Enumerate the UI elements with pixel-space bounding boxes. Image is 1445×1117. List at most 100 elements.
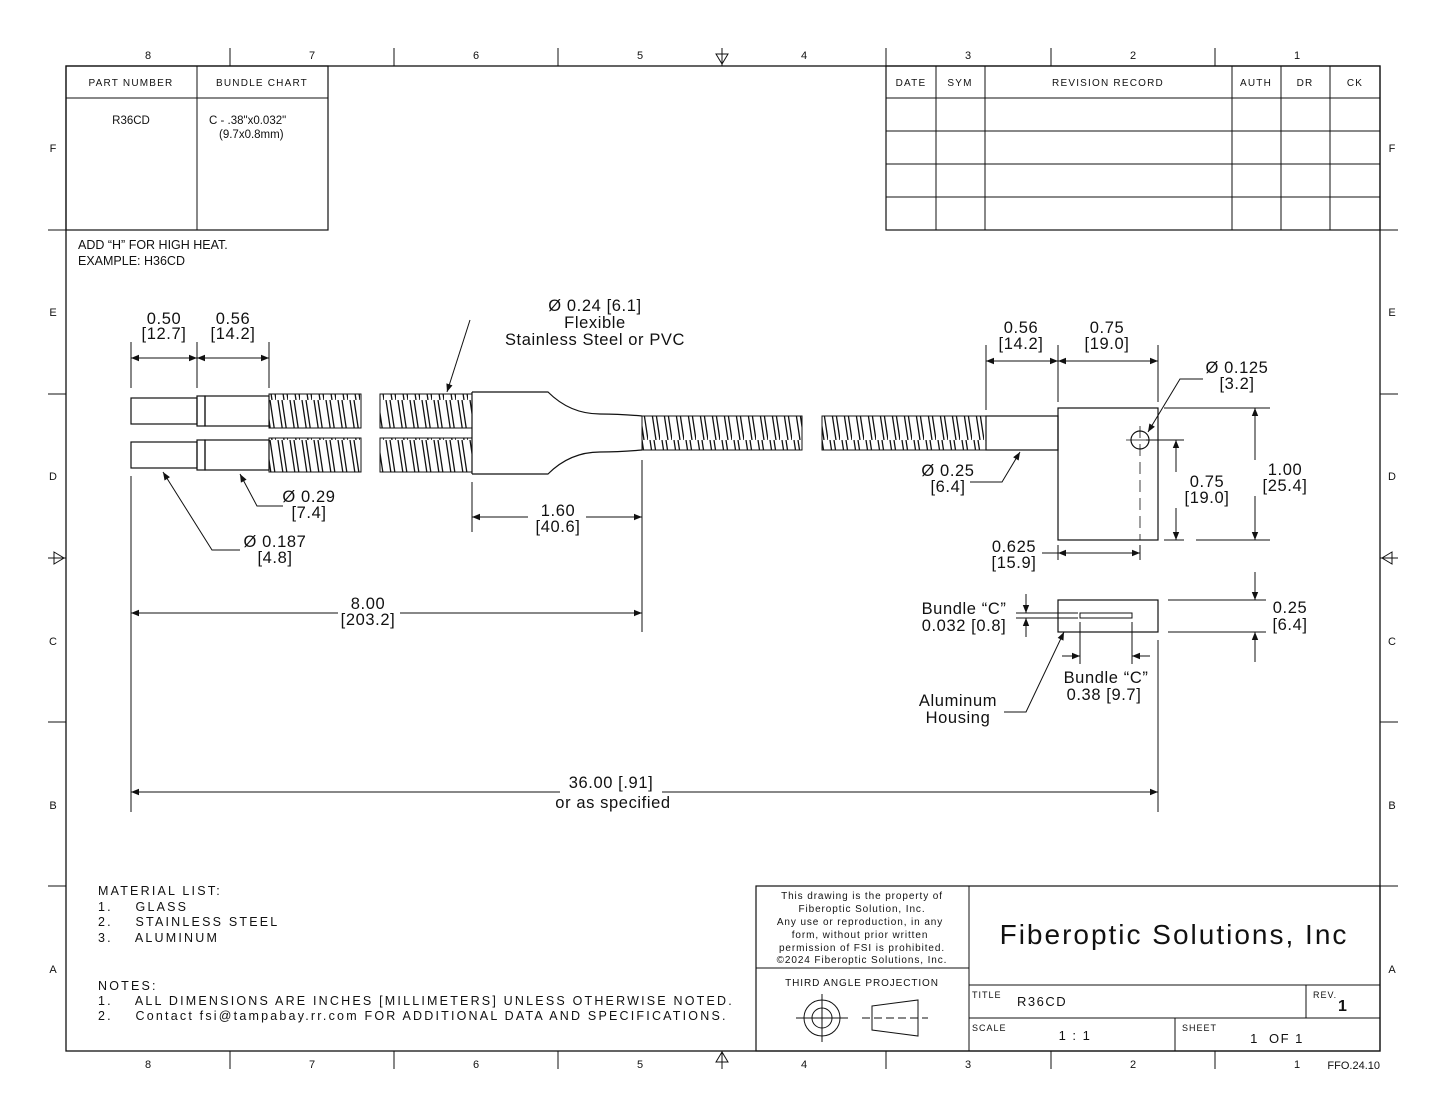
dim-right-056-mm: [14.2]	[999, 335, 1044, 353]
zone-top-1: 8	[145, 50, 151, 62]
zone-top-7: 2	[1130, 50, 1136, 62]
zone-left-b: B	[49, 800, 56, 812]
zone-right-e: E	[1388, 307, 1395, 319]
scale-value: 1 : 1	[1059, 1028, 1092, 1043]
notes-title: NOTES:	[98, 979, 158, 993]
title-label: TITLE	[972, 990, 1002, 1000]
housing-side-view	[1057, 407, 1159, 541]
rev-record-header: REVISION RECORD	[1052, 78, 1164, 89]
dim-hole: Ø 0.125	[1206, 359, 1269, 377]
dim-v025: 0.25	[1273, 599, 1308, 617]
dim-025-dia: Ø 0.25	[921, 462, 974, 480]
dim-800-mm: [203.2]	[341, 611, 396, 629]
bundle-chart-line2: (9.7x0.8mm)	[219, 129, 284, 141]
disclaimer-line-6: ©2024 Fiberoptic Solutions, Inc.	[777, 955, 948, 966]
dim-v100: 1.00	[1268, 461, 1303, 479]
zone-right-c: C	[1388, 636, 1396, 648]
dim-160: 1.60	[541, 502, 576, 520]
sheet-border: 8 7 6 5 4 3 2 1 8 7 6 5 4 3 2 1 F E D C …	[48, 48, 1398, 1072]
dim-056-mm: [14.2]	[211, 325, 256, 343]
zone-bottom-6: 3	[965, 1059, 971, 1071]
material-item-2: 2. STAINLESS STEEL	[98, 915, 279, 929]
general-notes: NOTES: 1. ALL DIMENSIONS ARE INCHES [MIL…	[98, 979, 734, 1023]
bundle-thickness-value: 0.032 [0.8]	[922, 617, 1007, 635]
rev-label: REV.	[1313, 990, 1337, 1000]
note-item-1: 1. ALL DIMENSIONS ARE INCHES [MILLIMETER…	[98, 994, 734, 1008]
dim-056: 0.56	[216, 310, 251, 328]
disclaimer-line-1: This drawing is the property of	[781, 891, 943, 902]
disclaimer-line-2: Fiberoptic Solution, Inc.	[799, 904, 926, 915]
zone-top-6: 3	[965, 50, 971, 62]
material-list: MATERIAL LIST: 1. GLASS 2. STAINLESS STE…	[98, 884, 279, 945]
lower-ferrule-body	[204, 439, 270, 471]
lower-ferrule-tip	[130, 441, 198, 469]
zone-left-d: D	[49, 471, 57, 483]
dim-029-mm: [7.4]	[291, 504, 326, 522]
scale-label: SCALE	[972, 1023, 1007, 1033]
dimension-lines	[130, 319, 1270, 812]
dim-v100-mm: [25.4]	[1263, 477, 1308, 495]
dim-v025-mm: [6.4]	[1272, 616, 1307, 634]
rev-value: 1	[1338, 998, 1347, 1015]
rev-ck-header: CK	[1347, 78, 1363, 89]
zone-top-4: 5	[637, 50, 643, 62]
zone-right-b: B	[1388, 800, 1395, 812]
disclaimer-line-5: permission of FSI is prohibited.	[779, 943, 945, 954]
disclaimer-line-3: Any use or reproduction, in any	[777, 917, 943, 928]
dim-3600: 36.00 [.91]	[569, 774, 654, 792]
zone-bottom-1: 8	[145, 1059, 151, 1071]
dim-3600-note: or as specified	[555, 794, 670, 812]
rev-sym-header: SYM	[947, 78, 972, 89]
dim-hole-mm: [3.2]	[1219, 375, 1254, 393]
bundle-width-value: 0.38 [9.7]	[1067, 686, 1142, 704]
zone-bottom-4: 5	[637, 1059, 643, 1071]
company-name: Fiberoptic Solutions, Inc	[1000, 919, 1349, 950]
housing-end-view	[1057, 599, 1159, 633]
zone-bottom-3: 6	[473, 1059, 479, 1071]
main-sheath-spiral	[641, 415, 803, 451]
dim-050-mm: [12.7]	[142, 325, 187, 343]
lower-leg-spiral	[268, 437, 362, 473]
housing-label-2: Housing	[926, 709, 991, 727]
zone-top-2: 7	[309, 50, 315, 62]
material-item-1: 1. GLASS	[98, 900, 188, 914]
zone-left-a: A	[49, 964, 57, 976]
housing-label-1: Aluminum	[919, 692, 997, 710]
dim-v075-mm: [19.0]	[1185, 489, 1230, 507]
bundle-width-label: Bundle “C”	[1064, 669, 1149, 687]
zone-top-3: 6	[473, 50, 479, 62]
material-list-title: MATERIAL LIST:	[98, 884, 222, 898]
zone-right-a: A	[1388, 964, 1396, 976]
part-number-header: PART NUMBER	[89, 78, 174, 89]
rev-dr-header: DR	[1297, 78, 1314, 89]
dim-0625-mm: [15.9]	[992, 554, 1037, 572]
main-sheath-spiral-2	[821, 415, 987, 451]
dim-right-056: 0.56	[1004, 319, 1039, 337]
dim-0187: Ø 0.187	[244, 533, 307, 551]
sheet-value: 1 OF 1	[1250, 1031, 1304, 1046]
upper-ferrule-tip	[130, 397, 198, 425]
upper-leg-spiral	[268, 393, 362, 429]
fiber-assembly-left	[130, 391, 987, 475]
disclaimer-line-4: form, without prior written	[792, 930, 929, 941]
dim-0187-mm: [4.8]	[257, 549, 292, 567]
dim-160-mm: [40.6]	[536, 518, 581, 536]
dim-800: 8.00	[351, 595, 386, 613]
bundle-chart-line1: C - .38"x0.032"	[209, 115, 286, 127]
form-code: FFO.24.10	[1327, 1060, 1380, 1072]
dim-right-075-mm: [19.0]	[1085, 335, 1130, 353]
note-item-2: 2. Contact fsi@tampabay.rr.com FOR ADDIT…	[98, 1009, 728, 1023]
zone-bottom-7: 2	[1130, 1059, 1136, 1071]
title-block: This drawing is the property of Fiberopt…	[755, 885, 1381, 1052]
sheath-material: Stainless Steel or PVC	[505, 331, 685, 349]
zone-right-d: D	[1388, 471, 1396, 483]
high-heat-note: ADD “H” FOR HIGH HEAT.	[78, 238, 228, 252]
dim-right-075: 0.75	[1090, 319, 1125, 337]
part-number-table: PART NUMBER BUNDLE CHART R36CD C - .38"x…	[65, 65, 329, 231]
bundle-thickness-label: Bundle “C”	[922, 600, 1007, 618]
projection-label: THIRD ANGLE PROJECTION	[785, 978, 939, 989]
zone-bottom-2: 7	[309, 1059, 315, 1071]
high-heat-example: EXAMPLE: H36CD	[78, 254, 185, 268]
zone-top-8: 1	[1294, 50, 1300, 62]
